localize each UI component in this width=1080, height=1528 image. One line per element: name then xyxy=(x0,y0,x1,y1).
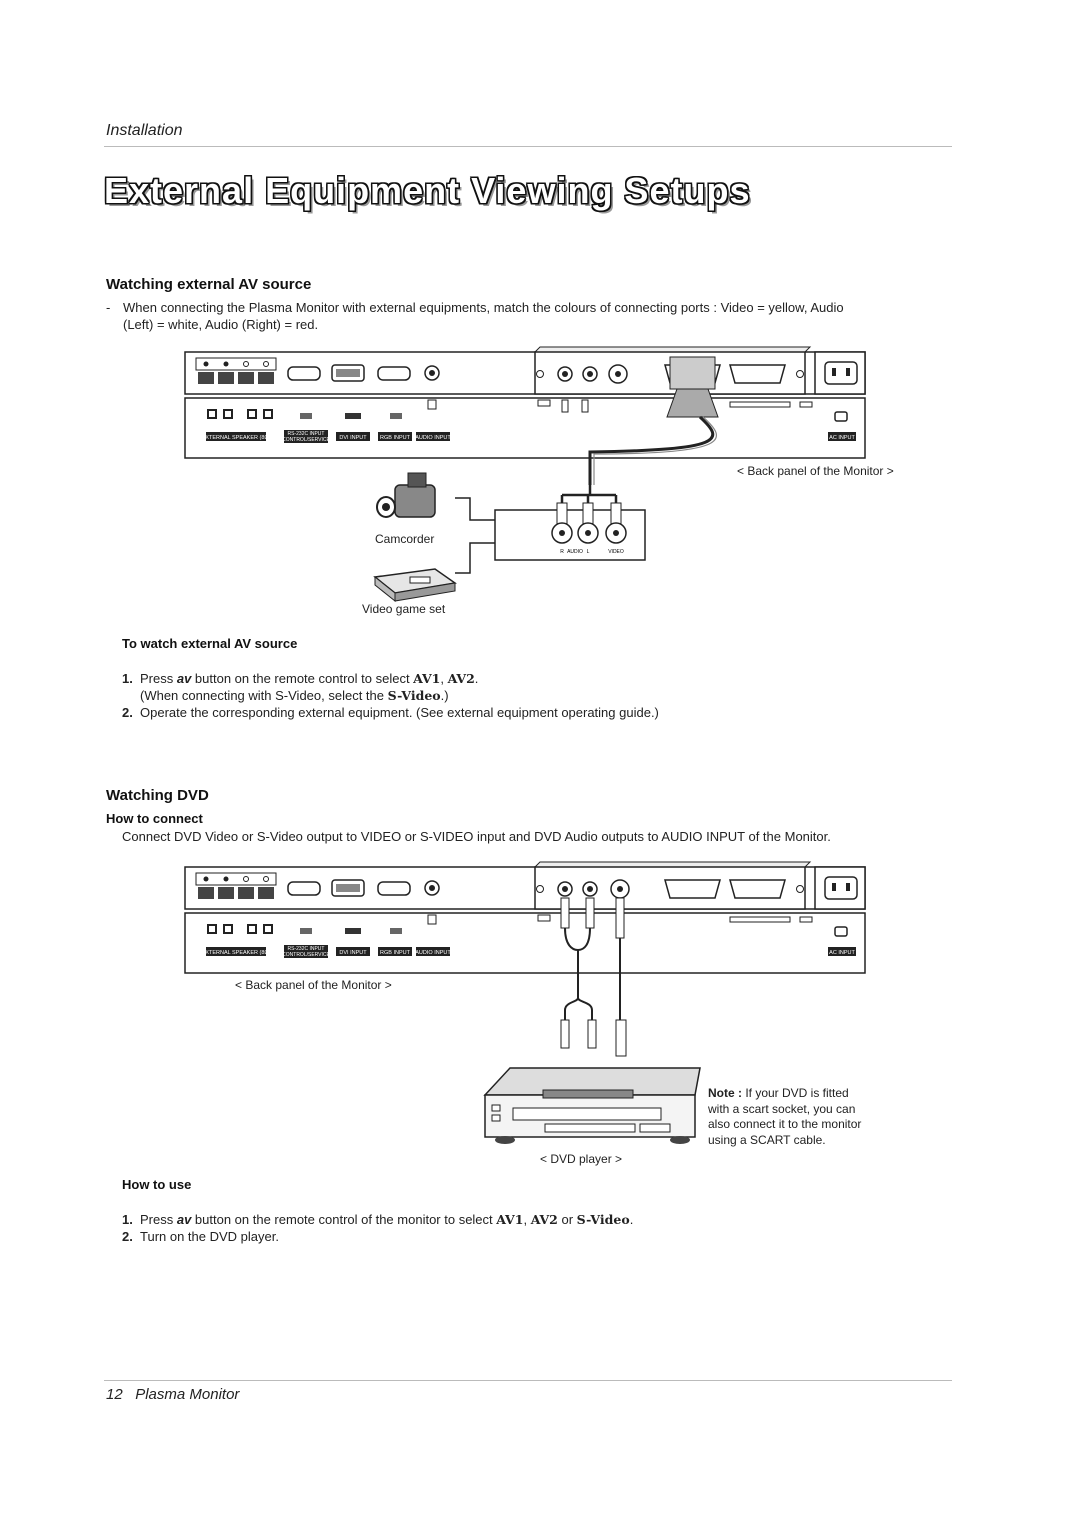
dvd-heading: Watching DVD xyxy=(106,787,209,804)
dvd-caption: < DVD player > xyxy=(540,1152,623,1166)
dvd-player-icon xyxy=(483,1067,701,1144)
label-rs232-b: (CONTROL/SERVICE) xyxy=(280,437,331,443)
label-audio: AUDIO INPUT xyxy=(415,435,451,441)
av-step-2: 2.Operate the corresponding external equ… xyxy=(122,705,659,720)
jack-label-video: VIDEO xyxy=(608,549,624,555)
header-rule xyxy=(104,146,952,147)
label-ac-2: AC INPUT xyxy=(829,950,855,956)
intro-line-2: (Left) = white, Audio (Right) = red. xyxy=(123,317,319,332)
label-rgb: RGB INPUT xyxy=(380,435,411,441)
dvd-connection-diagram: EXTERNAL SPEAKER (8Ω) RS-232C INPUT (CON… xyxy=(184,861,866,1144)
label-speaker-2: EXTERNAL SPEAKER (8Ω) xyxy=(202,950,271,956)
product-name: Plasma Monitor xyxy=(135,1386,240,1403)
dvd-note: Note : If your DVD is fitted with a scar… xyxy=(708,1086,862,1147)
footer-rule xyxy=(104,1380,952,1381)
page-title: External Equipment Viewing Setups xyxy=(104,170,751,211)
page-footer: 12 Plasma Monitor xyxy=(106,1386,239,1403)
camcorder-label: Camcorder xyxy=(375,532,435,546)
dvd-step-1: 1.Press av button on the remote control … xyxy=(122,1212,634,1227)
game-label: Video game set xyxy=(362,602,446,616)
section-label: Installation xyxy=(106,122,183,139)
game-console-icon xyxy=(373,568,457,603)
av-connection-diagram: EXTERNAL SPEAKER (8Ω) RS-232C INPUT (CON… xyxy=(184,346,866,603)
intro-line-1: When connecting the Plasma Monitor with … xyxy=(123,300,844,315)
label-rs232-a: RS-232C INPUT xyxy=(288,431,325,437)
jack-label-audio: AUDIO xyxy=(567,549,583,555)
intro-dash: - xyxy=(106,300,111,315)
av-heading: Watching external AV source xyxy=(106,276,312,293)
how-to-connect: How to connect xyxy=(106,811,203,826)
rca-plugs xyxy=(551,502,627,544)
av-step-1: 1.Press av button on the remote control … xyxy=(122,671,479,686)
jack-label-r: R xyxy=(560,549,564,555)
av-subheading: To watch external AV source xyxy=(122,636,298,651)
av-back-panel-caption: < Back panel of the Monitor > xyxy=(737,464,894,478)
dvd-back-panel-caption: < Back panel of the Monitor > xyxy=(235,978,392,992)
av-step-1-note: (When connecting with S-Video, select th… xyxy=(140,688,449,703)
connect-text: Connect DVD Video or S-Video output to V… xyxy=(122,829,831,844)
page-number: 12 xyxy=(106,1386,123,1403)
label-audio-2: AUDIO INPUT xyxy=(415,950,451,956)
label-ac: AC INPUT xyxy=(829,435,855,441)
label-dvi-2: DVI INPUT xyxy=(339,950,367,956)
how-to-use: How to use xyxy=(122,1177,192,1192)
label-speaker: EXTERNAL SPEAKER (8Ω) xyxy=(202,435,271,441)
jack-label-l: L xyxy=(587,549,590,555)
dvd-step-2: 2.Turn on the DVD player. xyxy=(122,1229,279,1244)
label-rgb-2: RGB INPUT xyxy=(380,950,411,956)
label-rs232-a-2: RS-232C INPUT xyxy=(288,946,325,952)
label-dvi: DVI INPUT xyxy=(339,435,367,441)
label-rs232-b-2: (CONTROL/SERVICE) xyxy=(280,952,331,958)
speaker-terminals-top xyxy=(195,357,277,384)
camcorder-icon xyxy=(376,472,436,518)
